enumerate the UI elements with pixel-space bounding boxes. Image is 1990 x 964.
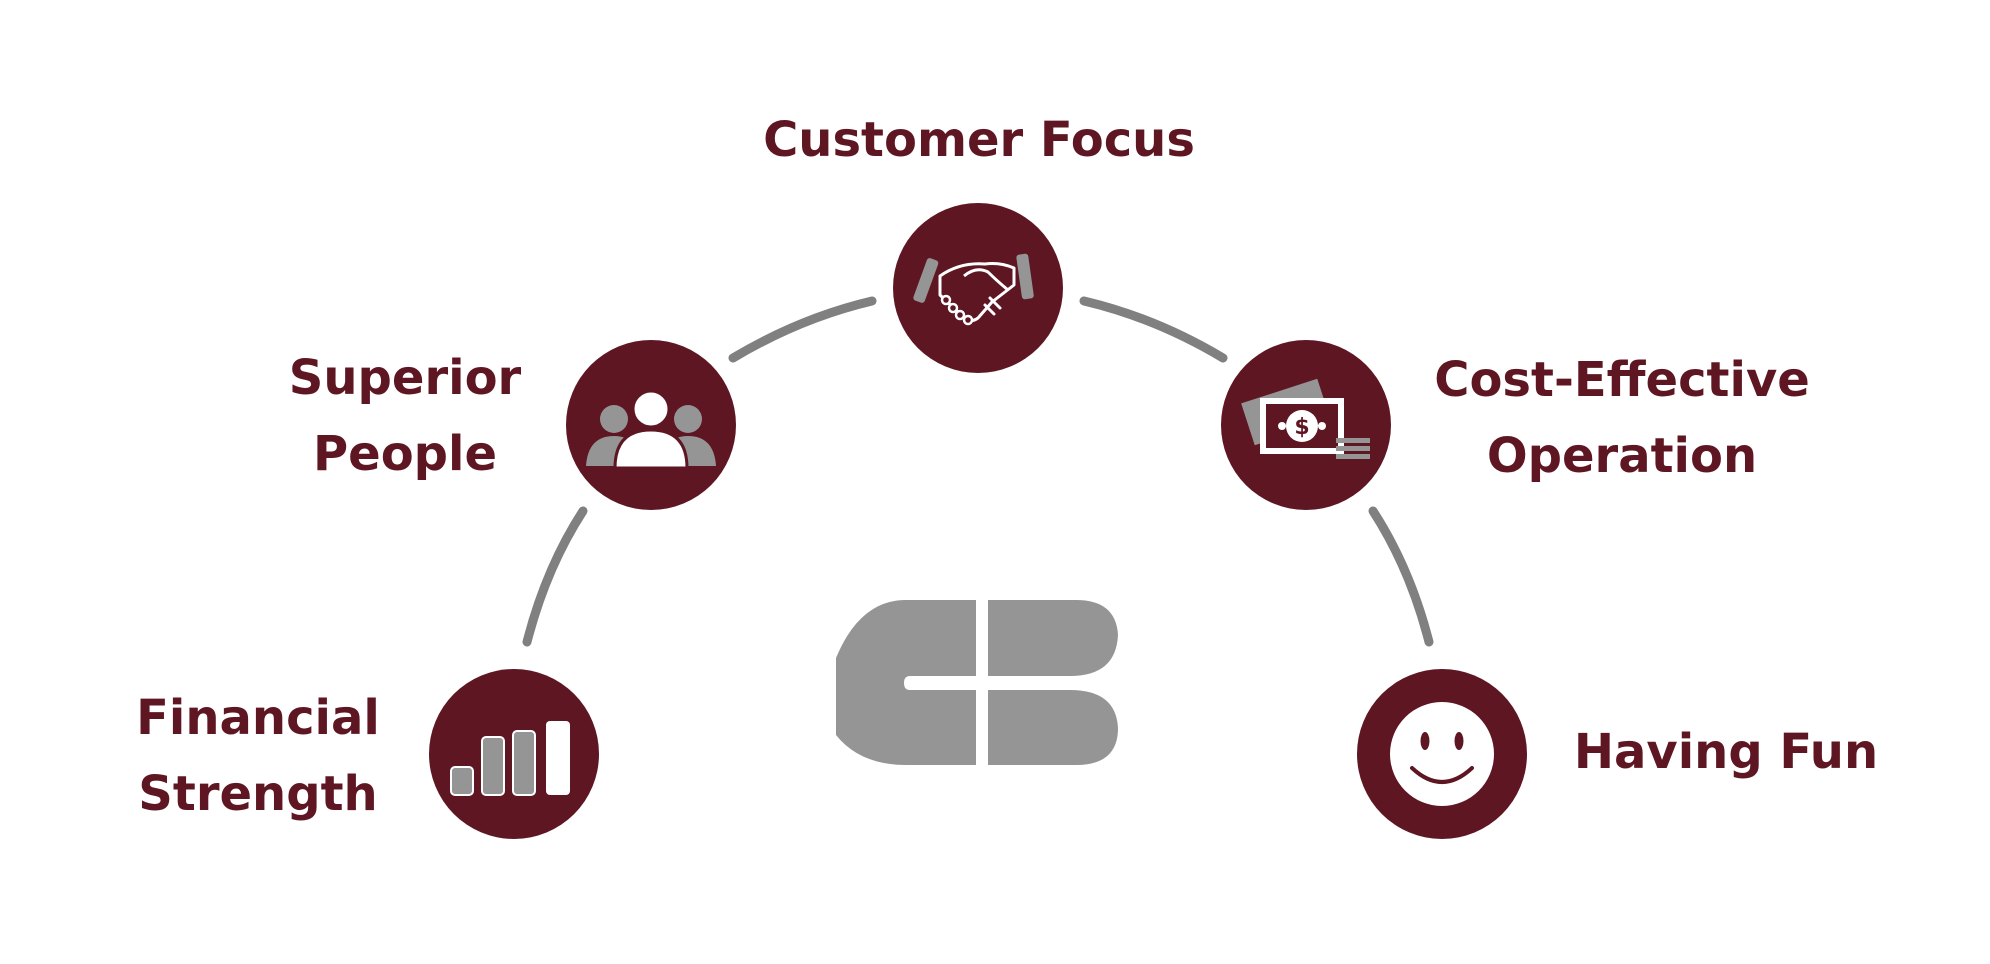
handshake-icon (913, 253, 1034, 326)
connector-superior-to-customer (728, 296, 877, 363)
label-having-fun: Having Fun (1546, 714, 1906, 790)
node-financial-strength (429, 669, 599, 839)
svg-text:$: $ (1294, 415, 1309, 440)
connector-arcs (522, 296, 1434, 647)
bar-chart-icon (450, 721, 570, 796)
superior-people-line2: People (312, 426, 498, 482)
label-customer-focus: Customer Focus (739, 102, 1219, 178)
node-cost-effective-operation: $ (1221, 340, 1391, 510)
node-superior-people (566, 340, 736, 510)
label-cost-effective-operation: Cost-Effective Operation (1402, 342, 1842, 494)
node-customer-focus (893, 203, 1063, 373)
superior-people-line1: Superior (288, 350, 522, 406)
cb-logo-icon (836, 600, 1118, 765)
having-fun-text: Having Fun (1573, 724, 1879, 780)
connector-customer-to-cost (1079, 296, 1228, 363)
connector-financial-to-superior (522, 506, 588, 647)
customer-focus-text: Customer Focus (763, 112, 1195, 168)
cost-effective-line1: Cost-Effective (1434, 352, 1810, 408)
cost-effective-line2: Operation (1486, 428, 1758, 484)
connector-cost-to-fun (1368, 506, 1434, 647)
label-superior-people: Superior People (245, 340, 565, 492)
node-having-fun (1357, 669, 1527, 839)
people-group-icon (586, 389, 716, 470)
label-financial-strength: Financial Strength (108, 680, 408, 832)
financial-strength-line1: Financial (136, 690, 380, 746)
money-stack-icon: $ (1241, 378, 1370, 459)
smiley-face-icon (1390, 702, 1494, 806)
financial-strength-line2: Strength (138, 766, 378, 822)
